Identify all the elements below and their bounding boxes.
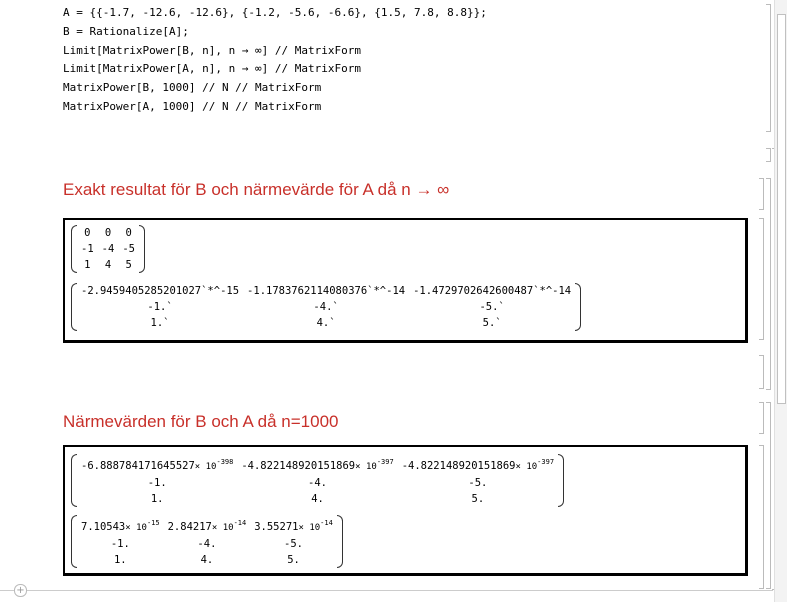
matrix-cell: 5.` bbox=[482, 317, 502, 329]
cell-bracket[interactable] bbox=[759, 355, 764, 389]
section-heading-2: Närmevärden för B och A då n=1000 bbox=[63, 412, 339, 431]
matrix-B-1000: -6.888784171645527× 10-398 -4.82214892015… bbox=[71, 454, 565, 507]
code-line: B = Rationalize[A]; bbox=[63, 24, 189, 38]
matrix-cell: 0 bbox=[125, 227, 132, 239]
matrix-cell: 5. bbox=[287, 554, 300, 566]
matrix-cell: -2.9459405285201027`*^-15 bbox=[81, 285, 240, 297]
matrix-cell: -6.888784171645527× 10-398 bbox=[81, 458, 234, 472]
matrix-cell: 5 bbox=[125, 259, 132, 271]
matrix-cell: -4. bbox=[308, 477, 327, 489]
output-cell-1[interactable]: 0 0 0 -1 -4 -5 1 4 5 -2.9459405285201027`*^-15 -1… bbox=[63, 218, 748, 343]
add-cell-button[interactable]: + bbox=[14, 584, 27, 597]
cell-bracket[interactable] bbox=[759, 178, 764, 210]
matrix-cell: 5. bbox=[471, 493, 485, 505]
code-line: MatrixPower[A, 1000] // N // MatrixForm bbox=[63, 99, 322, 113]
group-bracket[interactable] bbox=[766, 178, 771, 390]
matrix-cell: 4. bbox=[311, 493, 324, 505]
matrix-cell: 3.55271× 10-14 bbox=[254, 519, 333, 533]
matrix-cell: -1.4729702642600487`*^-14 bbox=[413, 285, 572, 297]
matrix-cell: -1.` bbox=[147, 301, 173, 313]
code-line: Limit[MatrixPower[A, n], n → ∞] // Matri… bbox=[63, 62, 362, 76]
code-line: Limit[MatrixPower[B, n], n → ∞] // Matri… bbox=[63, 43, 362, 57]
matrix-cell: 1.` bbox=[150, 317, 170, 329]
cell-bracket[interactable] bbox=[766, 148, 771, 162]
code-line: MatrixPower[B, 1000] // N // MatrixForm bbox=[63, 81, 322, 95]
matrix-cell: 1. bbox=[113, 554, 127, 566]
matrix-cell: -4.` bbox=[313, 301, 339, 313]
matrix-A-1000: 7.10543× 10-15 2.84217× 10-14 3.55271× 10-… bbox=[71, 515, 343, 568]
cell-bracket[interactable] bbox=[759, 218, 764, 340]
group-bracket[interactable] bbox=[766, 402, 771, 589]
matrix-cell: 1 bbox=[84, 259, 91, 271]
matrix-cell: -1. bbox=[110, 538, 130, 550]
matrix-cell: 4.` bbox=[316, 317, 336, 329]
matrix-cell: 4 bbox=[104, 259, 112, 271]
matrix-cell: 0 bbox=[84, 227, 91, 239]
scrollbar-thumb[interactable] bbox=[777, 14, 786, 404]
matrix-cell: -4. bbox=[197, 538, 217, 550]
matrix-cell: 1. bbox=[150, 493, 164, 505]
matrix-cell: 2.84217× 10-14 bbox=[167, 519, 247, 533]
cell-insertion-line bbox=[0, 590, 773, 591]
matrix-cell: -4.822148920151869× 10-397 bbox=[401, 458, 555, 472]
matrix-cell: -5.` bbox=[479, 301, 505, 313]
cell-bracket[interactable] bbox=[766, 4, 771, 132]
matrix-cell: -5 bbox=[122, 243, 135, 255]
cell-bracket[interactable] bbox=[759, 402, 764, 434]
matrix-cell: -5. bbox=[284, 538, 303, 550]
cell-bracket[interactable] bbox=[759, 445, 764, 589]
matrix-limit-A: -2.9459405285201027`*^-15 -1.178376211408… bbox=[71, 283, 582, 331]
section-heading-1: Exakt resultat för B och närmevärde för … bbox=[63, 180, 450, 199]
matrix-cell: -1.1783762114080376`*^-14 bbox=[247, 285, 406, 297]
matrix-cell: -1. bbox=[147, 477, 167, 489]
matrix-cell: 7.10543× 10-15 bbox=[81, 519, 160, 533]
matrix-exact-B: 0 0 0 -1 -4 -5 1 4 5 bbox=[71, 225, 145, 273]
output-cell-2[interactable]: -6.888784171645527× 10-398 -4.82214892015… bbox=[63, 445, 748, 576]
vertical-scrollbar[interactable] bbox=[774, 0, 787, 602]
matrix-cell: 0 bbox=[104, 227, 112, 239]
matrix-cell: -5. bbox=[468, 477, 488, 489]
matrix-cell: -1 bbox=[81, 243, 94, 255]
input-cell[interactable]: A = {{-1.7, -12.6, -12.6}, {-1.2, -5.6, … bbox=[63, 4, 487, 117]
code-line: A = {{-1.7, -12.6, -12.6}, {-1.2, -5.6, … bbox=[63, 6, 487, 19]
matrix-cell: -4 bbox=[101, 243, 115, 255]
matrix-cell: -4.822148920151869× 10-397 bbox=[241, 458, 394, 472]
matrix-cell: 4. bbox=[200, 554, 214, 566]
